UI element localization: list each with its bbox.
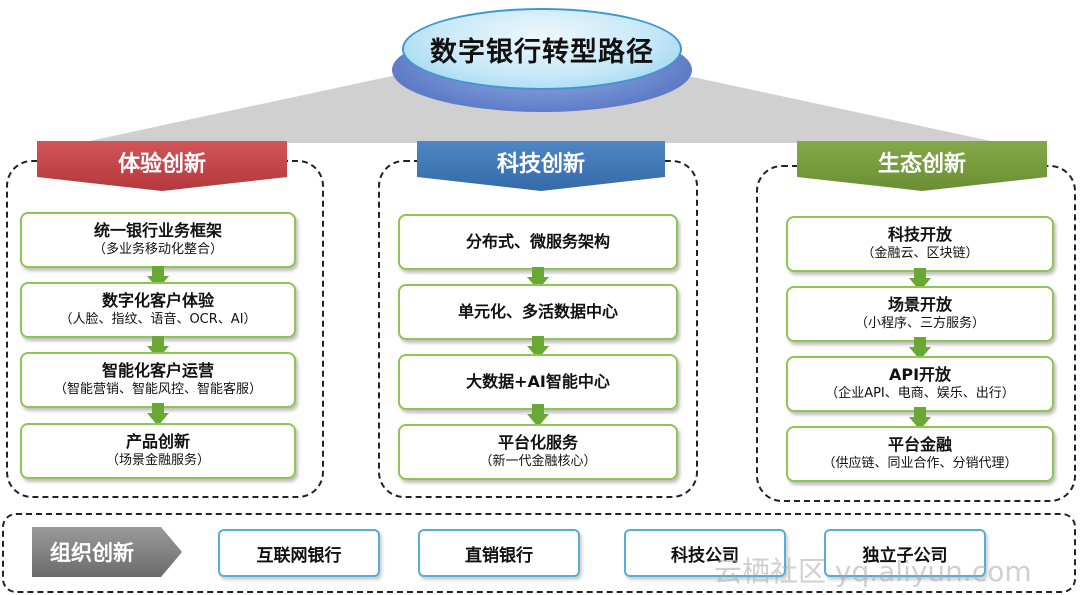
org-item: 科技公司 [624, 529, 786, 577]
box-subtitle: （小程序、三方服务） [854, 316, 985, 331]
org-item: 互联网银行 [218, 529, 380, 577]
tech-box: 平台化服务 （新一代金融核心） [398, 424, 678, 480]
box-subtitle: （金融云、区块链） [861, 246, 979, 261]
box-subtitle: （供应链、同业合作、分销代理） [822, 456, 1018, 471]
experience-box: 智能化客户运营 （智能营销、智能风控、智能客服） [20, 352, 296, 408]
experience-box: 统一银行业务框架 （多业务移动化整合） [20, 212, 296, 268]
box-title: 科技开放 [887, 225, 952, 244]
ecosystem-box: 平台金融 （供应链、同业合作、分销代理） [786, 426, 1054, 482]
box-title: 数字化客户体验 [101, 291, 214, 310]
box-subtitle: （多业务移动化整合） [92, 242, 223, 257]
diagram-title: 数字银行转型路径 [402, 8, 682, 90]
org-panel [2, 513, 1076, 593]
tech-box: 单元化、多活数据中心 [398, 284, 678, 340]
box-title: API开放 [888, 365, 952, 384]
ecosystem-box: 科技开放 （金融云、区块链） [786, 216, 1054, 272]
box-title: 单元化、多活数据中心 [457, 302, 618, 321]
box-title: 智能化客户运营 [101, 361, 214, 380]
box-title: 分布式、微服务架构 [465, 232, 610, 251]
box-subtitle: （企业API、电商、娱乐、出行） [825, 386, 1015, 401]
tech-box: 大数据+AI智能中心 [398, 354, 678, 410]
box-subtitle: （新一代金融核心） [479, 454, 597, 469]
down-arrow-icon [147, 403, 169, 427]
org-label: 组织创新 [32, 527, 182, 577]
box-title: 产品创新 [125, 432, 190, 451]
box-subtitle: （人脸、指纹、语音、OCR、AI） [59, 312, 257, 327]
experience-box: 产品创新 （场景金融服务） [20, 423, 296, 479]
box-title: 大数据+AI智能中心 [466, 372, 610, 391]
org-item: 直销银行 [418, 529, 580, 577]
box-subtitle: （智能营销、智能风控、智能客服） [53, 382, 262, 397]
ecosystem-box: API开放 （企业API、电商、娱乐、出行） [786, 356, 1054, 412]
watermark: 云栖社区 yq.aliyun.com [714, 555, 1032, 588]
box-subtitle: （场景金融服务） [105, 453, 210, 468]
box-title: 平台金融 [887, 435, 952, 454]
org-item: 独立子公司 [824, 529, 986, 577]
box-title: 平台化服务 [497, 433, 578, 452]
down-arrow-icon [527, 404, 549, 428]
experience-box: 数字化客户体验 （人脸、指纹、语音、OCR、AI） [20, 282, 296, 338]
box-title: 场景开放 [887, 295, 952, 314]
box-title: 统一银行业务框架 [93, 221, 222, 240]
tech-box: 分布式、微服务架构 [398, 214, 678, 270]
ecosystem-box: 场景开放 （小程序、三方服务） [786, 286, 1054, 342]
